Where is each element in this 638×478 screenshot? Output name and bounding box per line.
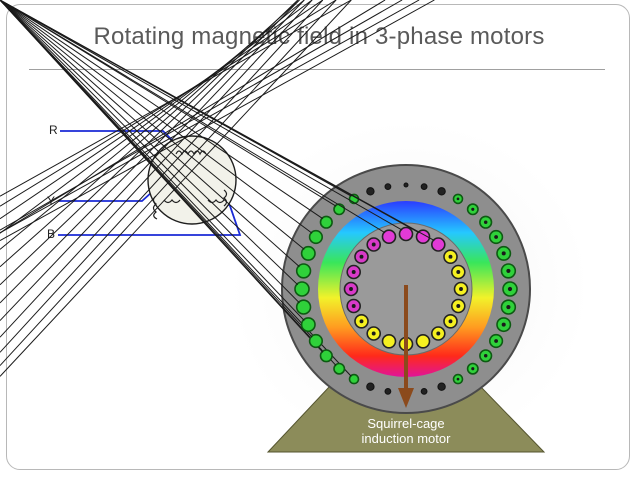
stator-slot <box>0 0 316 261</box>
motor-label-line1: Squirrel-cage <box>367 416 444 431</box>
stator-slot <box>437 382 446 391</box>
stator-slot <box>0 0 333 229</box>
stator-slot <box>489 333 504 349</box>
stator-slot <box>500 263 517 279</box>
stator-slot <box>420 388 428 395</box>
stator-slot <box>496 245 512 261</box>
rotor-bar <box>346 264 362 280</box>
rotor-bar <box>430 326 446 341</box>
rotor-bar <box>450 264 466 280</box>
stator-slots <box>0 0 518 396</box>
motor-stator-symbol <box>147 135 237 225</box>
rotor-bars <box>0 0 469 352</box>
stator-slot <box>496 317 512 333</box>
rotor-bar <box>346 298 362 314</box>
phase-label-b: B <box>47 227 55 241</box>
stator-slot <box>366 187 375 196</box>
stator-slot <box>466 203 479 216</box>
stator-slot <box>502 281 518 297</box>
stator-slot <box>0 0 316 333</box>
title-divider <box>29 69 605 70</box>
induction-motor: Squirrel-cage induction motor <box>0 0 546 453</box>
rotor-bar <box>354 249 369 265</box>
stator-slot <box>437 187 446 196</box>
rotor-bar <box>343 281 359 297</box>
slide-title: Rotating magnetic field in 3-phase motor… <box>93 23 545 50</box>
rotor-bar <box>0 0 446 252</box>
stator-slot <box>366 382 375 391</box>
stator-slot <box>0 0 324 245</box>
wire-y <box>58 191 153 202</box>
stator-slot <box>0 0 312 315</box>
rotor-bar <box>354 313 369 329</box>
stator-slot <box>500 299 517 315</box>
stator-windings <box>152 150 228 220</box>
stator-slot <box>452 193 464 205</box>
rotor-bar <box>366 326 382 341</box>
rotor-bar <box>443 249 458 265</box>
rotor-bar <box>453 281 469 297</box>
motor-label-line2: induction motor <box>362 431 452 446</box>
stator-slot <box>489 229 504 245</box>
stator-slot <box>452 373 464 385</box>
stator-slot <box>384 183 392 191</box>
rotor-bar <box>381 333 397 349</box>
phase-label-r: R <box>49 123 58 137</box>
field-vector-arrow <box>398 285 414 408</box>
stator-slot <box>384 388 392 395</box>
rotor-bar <box>450 298 466 314</box>
stator-slot <box>479 349 493 363</box>
rotor-bar <box>443 313 458 329</box>
stator-slot <box>479 215 493 229</box>
rotor-bar <box>415 333 431 349</box>
stator-slot <box>466 362 479 375</box>
stator-slot <box>403 182 409 188</box>
rotor-bar <box>366 237 382 252</box>
stator-slot <box>0 0 324 349</box>
stator-slot <box>420 183 428 191</box>
rotor-bar <box>0 0 397 244</box>
